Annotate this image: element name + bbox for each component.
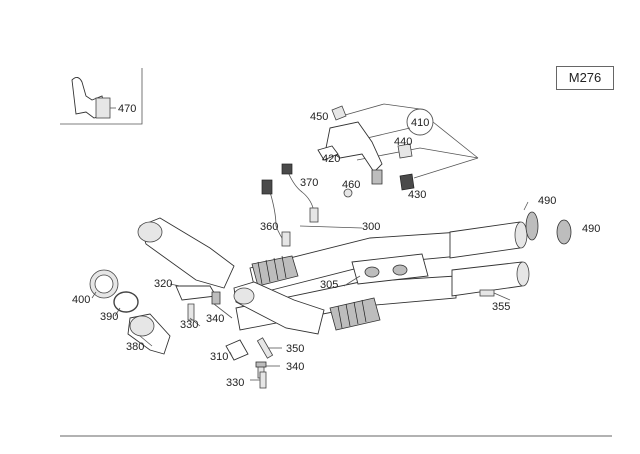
callout-490-right: 490 [582, 223, 600, 235]
callout-420: 420 [322, 153, 340, 165]
callout-490-top: 490 [538, 195, 556, 207]
callout-400: 400 [72, 294, 90, 306]
callout-450: 450 [310, 111, 328, 123]
callout-330-upper: 330 [180, 319, 198, 331]
callout-340-upper: 340 [206, 313, 224, 325]
callout-440: 440 [394, 136, 412, 148]
model-code-label: M276 [556, 66, 614, 90]
clamps-490 [523, 201, 572, 245]
heat-shield-305 [351, 253, 429, 285]
catalytic-converter-left [137, 217, 299, 289]
callout-310: 310 [210, 351, 228, 363]
callout-390: 390 [100, 311, 118, 323]
oxygen-sensors [261, 163, 319, 247]
callout-360: 360 [260, 221, 278, 233]
callout-300: 300 [362, 221, 380, 233]
inset-470 [60, 68, 143, 125]
callout-320: 320 [154, 278, 172, 290]
callout-labels: 470 450 410 440 420 460 430 370 360 300 … [72, 103, 600, 389]
callout-340-lower: 340 [286, 361, 304, 373]
leader-lines [91, 225, 363, 381]
callout-350: 350 [286, 343, 304, 355]
callout-410: 410 [411, 117, 429, 129]
flange-parts-left [89, 269, 221, 355]
callout-355: 355 [492, 301, 510, 313]
callout-470: 470 [118, 103, 136, 115]
callout-305: 305 [320, 279, 338, 291]
callout-460: 460 [342, 179, 360, 191]
callout-430: 430 [408, 189, 426, 201]
bracket-assembly-410 [317, 103, 479, 198]
callout-330-lower: 330 [226, 377, 244, 389]
lower-hardware [225, 289, 511, 389]
callout-380: 380 [126, 341, 144, 353]
callout-370: 370 [300, 177, 318, 189]
catalytic-converter-right [233, 281, 381, 335]
